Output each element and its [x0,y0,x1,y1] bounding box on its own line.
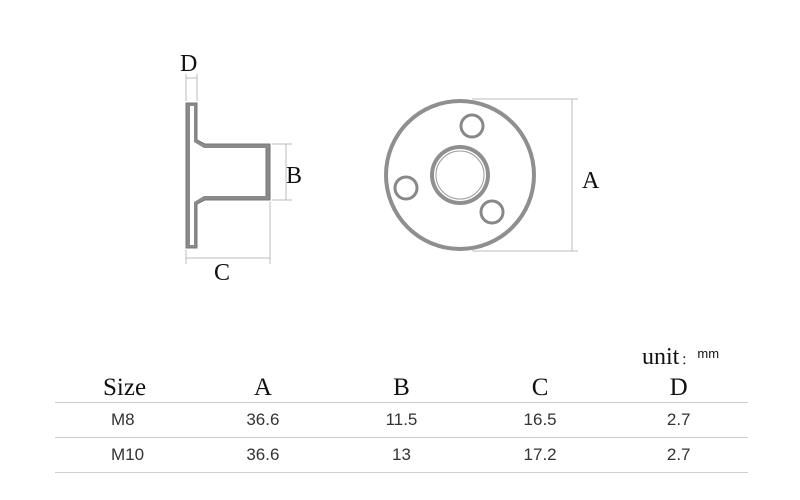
header-a: A [253,374,272,401]
table-row: M10 36.6 13 17.2 2.7 [55,437,748,473]
cell-c: 16.5 [470,402,610,438]
size-table: Size A B C D M8 36.6 11.5 16.5 2.7 M10 3… [55,364,748,473]
technical-drawing: D B C A [180,51,600,286]
dimension-d: D [180,51,198,101]
cell-c: 17.2 [470,437,610,473]
cell-b: 13 [332,437,471,473]
cell-a: 36.6 [193,402,333,438]
dimension-a: A [472,98,600,252]
flange-front-view [384,99,536,251]
center-bore-inner [435,150,485,200]
dimension-c: C [185,202,271,286]
header-d: D [669,374,688,401]
cell-d: 2.7 [609,437,748,473]
table-row: M8 36.6 11.5 16.5 2.7 [55,402,748,438]
unit-label: unit [642,344,680,370]
cell-size: M8 [55,402,194,438]
mount-hole-left [393,175,419,201]
unit-value: mm [697,346,720,361]
cell-b: 11.5 [332,402,471,438]
header-b: B [393,374,410,401]
table-header-row: Size A B C D [55,364,748,403]
flange-side-inner [190,106,266,245]
unit-separator: ： [681,353,694,367]
dimension-b: B [272,143,302,201]
label-b: B [286,163,302,189]
center-bore-face [434,149,486,201]
unit-note: unit：mm [642,344,719,371]
flange-side-view [185,102,271,249]
mount-hole-right [479,199,505,225]
cell-size: M10 [55,437,194,473]
mount-hole-top [459,113,485,139]
header-size: Size [103,374,147,401]
label-d: D [180,51,197,77]
header-c: C [531,374,549,401]
cell-a: 36.6 [193,437,333,473]
cell-d: 2.7 [609,402,748,438]
label-a: A [582,168,600,194]
label-c: C [214,260,230,286]
